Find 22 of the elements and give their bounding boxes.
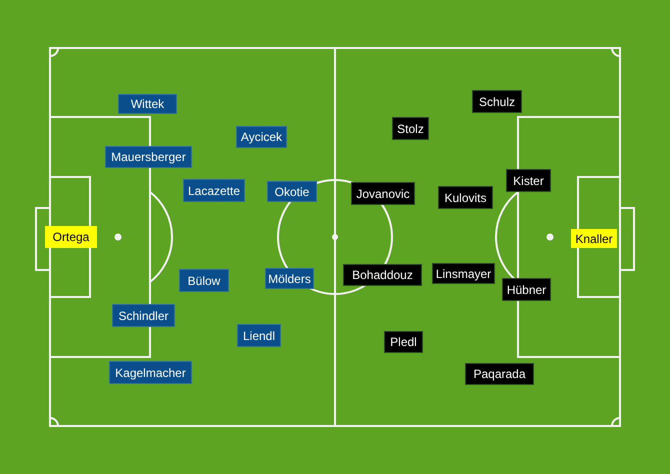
player-box: Jovanovic bbox=[351, 182, 415, 205]
player-box: Mauersberger bbox=[105, 146, 192, 168]
player-box: Ortega bbox=[45, 226, 97, 248]
player-box: Aycicek bbox=[236, 126, 287, 148]
player-box: Wittek bbox=[118, 94, 177, 114]
player-box: Paqarada bbox=[465, 363, 534, 385]
player-box: Pledl bbox=[384, 331, 423, 353]
player-box: Okotie bbox=[267, 181, 317, 202]
player-box: Liendl bbox=[237, 324, 281, 347]
player-box: Kister bbox=[506, 169, 551, 192]
player-box: Kagelmacher bbox=[109, 361, 192, 384]
player-box: Linsmayer bbox=[432, 263, 495, 284]
player-box: Kulovits bbox=[438, 186, 493, 209]
player-box: Stolz bbox=[392, 117, 429, 140]
player-box: Lacazette bbox=[183, 179, 245, 202]
player-box: Schindler bbox=[112, 304, 175, 327]
player-box: Mölders bbox=[265, 268, 314, 289]
player-box: Bülow bbox=[179, 269, 229, 292]
player-box: Knaller bbox=[571, 229, 617, 248]
player-box: Bohaddouz bbox=[343, 264, 422, 286]
player-box: Schulz bbox=[472, 90, 522, 113]
player-box: Hübner bbox=[502, 278, 551, 301]
